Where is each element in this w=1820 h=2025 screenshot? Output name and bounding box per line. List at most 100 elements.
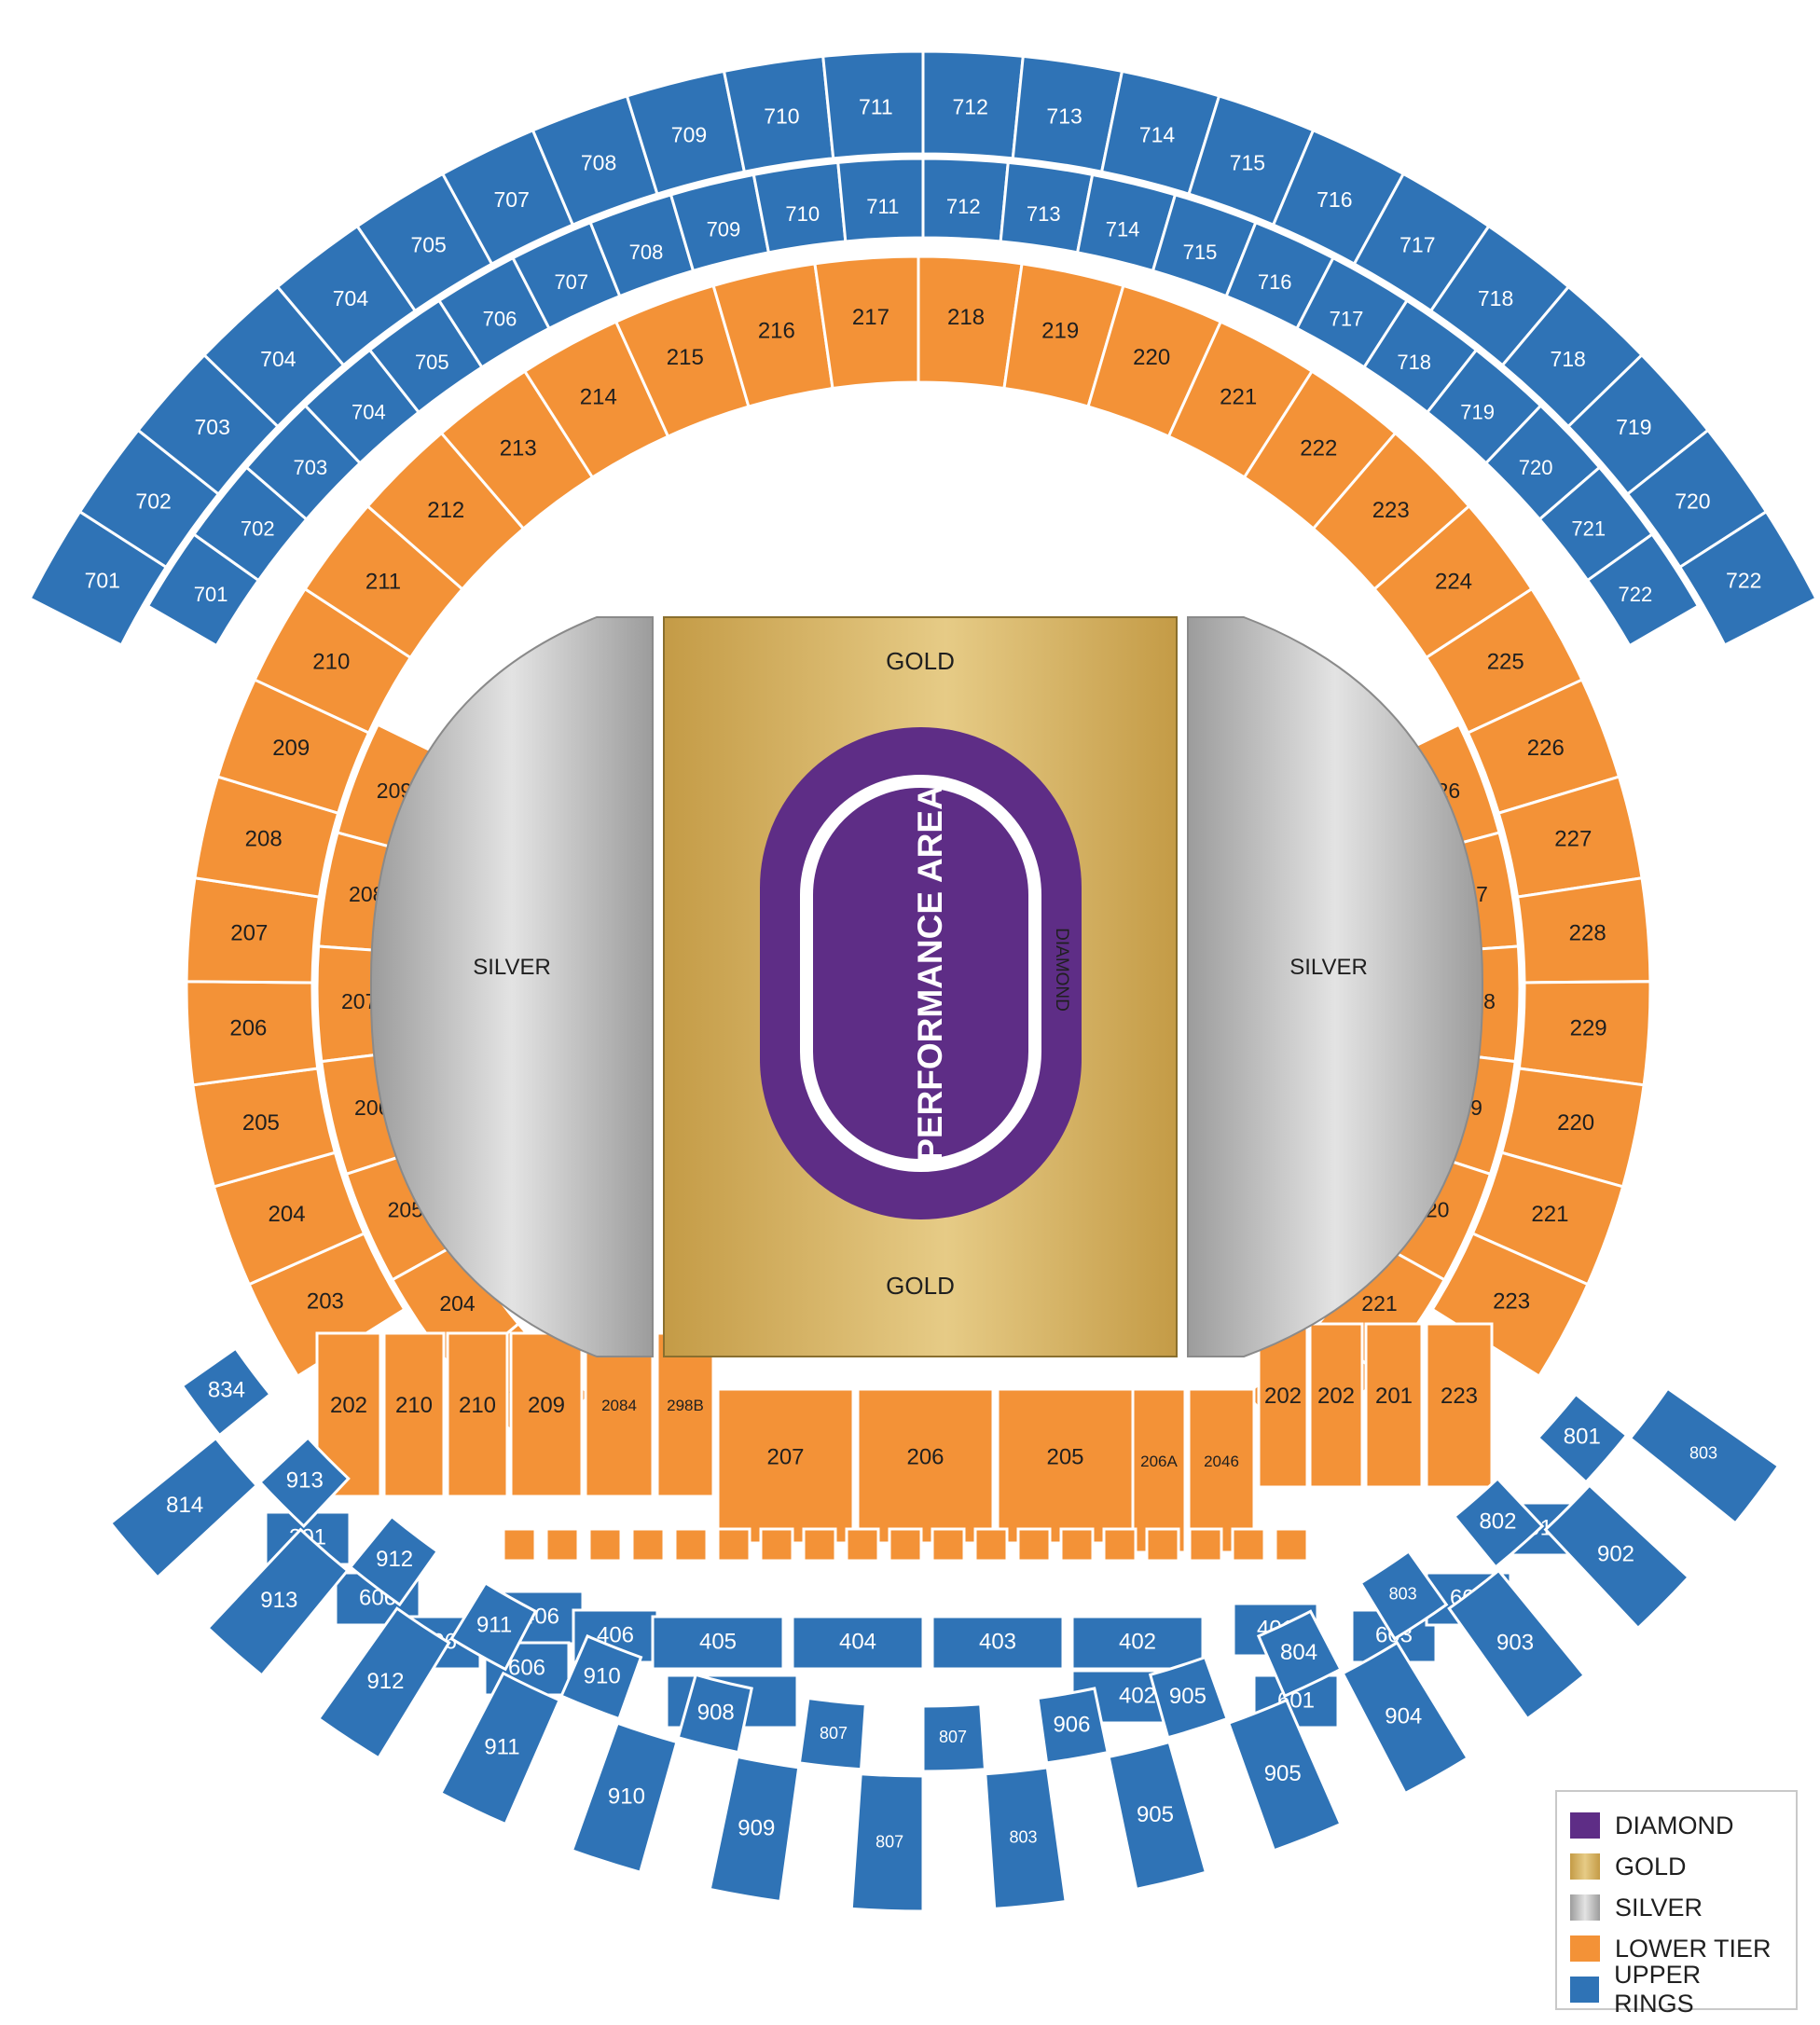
silver-section-left[interactable] (369, 616, 654, 1357)
section-shape[interactable] (888, 1527, 923, 1563)
section-ring2-909-11[interactable]: 909 (708, 1755, 801, 1904)
section-shape[interactable] (1543, 1483, 1691, 1631)
section-lower-small-11[interactable] (973, 1527, 1009, 1563)
section-shape[interactable] (1452, 1476, 1545, 1569)
section-shape[interactable] (1274, 1527, 1309, 1563)
section-shape[interactable] (1148, 1655, 1229, 1740)
section-upper-outer-713[interactable]: 713 (1011, 54, 1124, 173)
section-ring1-405-6[interactable]: 405 (651, 1615, 785, 1671)
section-shape[interactable] (545, 1527, 580, 1563)
section-ring2-802-24[interactable]: 802 (1452, 1476, 1545, 1569)
section-lower-outer-211-8[interactable]: 211 (303, 503, 465, 660)
section-ring1-402-10[interactable]: 402 (1070, 1615, 1205, 1671)
section-shape[interactable] (676, 1673, 753, 1755)
section-lower-bottom-209-3[interactable]: 209 (509, 1331, 584, 1498)
section-shape[interactable] (759, 1527, 794, 1563)
section-ring2-905-18[interactable]: 905 (1148, 1655, 1229, 1740)
section-upper-outer-711[interactable]: 711 (821, 49, 925, 160)
section-shape[interactable] (655, 1331, 715, 1498)
section-upper-inner-711[interactable]: 711 (836, 157, 925, 243)
section-lower-bottom-202-0[interactable]: 202 (315, 1331, 382, 1498)
section-upper-inner-705[interactable]: 705 (367, 298, 485, 415)
section-ring2-803-15[interactable]: 803 (984, 1766, 1068, 1910)
section-ring2-902-25[interactable]: 902 (1543, 1483, 1691, 1631)
section-ring2-911-6[interactable]: 911 (449, 1580, 538, 1672)
section-upper-inner-717[interactable]: 717 (1294, 255, 1410, 369)
section-lower-outer-206-3[interactable]: 206 (185, 980, 320, 1087)
section-shape[interactable] (587, 1527, 623, 1563)
section-ring2-906-16[interactable]: 906 (1036, 1687, 1110, 1765)
section-shape[interactable] (382, 1331, 446, 1498)
section-shape[interactable] (1341, 1640, 1470, 1796)
section-lower-small-17[interactable] (1231, 1527, 1266, 1563)
section-ring2-904-21[interactable]: 904 (1341, 1640, 1470, 1796)
section-shape[interactable] (1107, 1740, 1208, 1892)
section-lower-outer-209-6[interactable]: 209 (215, 678, 371, 815)
section-shape[interactable] (984, 1766, 1068, 1910)
section-upper-outer-722[interactable]: 722 (1677, 509, 1818, 647)
section-shape[interactable] (849, 1772, 925, 1913)
section-lower-small-18[interactable] (1274, 1527, 1309, 1563)
section-lower-bottom-207-6[interactable]: 207 (716, 1387, 855, 1545)
section-shape[interactable] (1231, 1527, 1266, 1563)
section-lower-small-1[interactable] (545, 1527, 580, 1563)
section-shape[interactable] (1447, 1568, 1587, 1721)
section-upper-outer-702[interactable]: 702 (77, 428, 221, 570)
section-upper-inner-721[interactable]: 721 (1537, 465, 1655, 583)
section-shape[interactable] (673, 1527, 709, 1563)
section-ring2-913-3[interactable]: 913 (205, 1527, 350, 1677)
section-upper-outer-704[interactable]: 704 (201, 284, 346, 429)
section-shape[interactable] (1430, 1232, 1590, 1379)
section-shape[interactable] (1536, 1392, 1629, 1484)
section-ring2-905-17[interactable]: 905 (1107, 1740, 1208, 1892)
section-ring2-803-22[interactable]: 803 (1358, 1549, 1449, 1641)
section-lower-bottom-205-8[interactable]: 205 (996, 1387, 1135, 1545)
section-ring2-913-2[interactable]: 913 (257, 1436, 351, 1529)
section-shape[interactable] (446, 1331, 509, 1498)
section-shape[interactable] (921, 1702, 987, 1773)
section-shape[interactable] (973, 1527, 1009, 1563)
section-shape[interactable] (570, 1721, 679, 1874)
section-ring2-912-5[interactable]: 912 (316, 1606, 451, 1760)
section-lower-outer-207-4[interactable]: 207 (185, 876, 322, 985)
section-ring2-910-9[interactable]: 910 (570, 1721, 679, 1874)
section-lower-bottom-2084-4[interactable]: 2084 (584, 1331, 655, 1498)
section-shape[interactable] (438, 1671, 562, 1826)
section-upper-inner-722[interactable]: 722 (1585, 532, 1701, 648)
section-ring2-912-4[interactable]: 912 (348, 1514, 440, 1607)
section-lower-small-13[interactable] (1059, 1527, 1095, 1563)
section-ring1-404-8[interactable]: 404 (791, 1615, 925, 1671)
section-lower-small-8[interactable] (845, 1527, 880, 1563)
section-lower-outer-223-20[interactable]: 223 (1311, 431, 1471, 591)
section-lower-bottom-210-1[interactable]: 210 (382, 1331, 446, 1498)
section-shape[interactable] (205, 1527, 350, 1677)
section-lower-bottom-210-2[interactable]: 210 (446, 1331, 509, 1498)
section-ring2-905-19[interactable]: 905 (1226, 1698, 1343, 1853)
section-shape[interactable] (1677, 509, 1818, 647)
section-shape[interactable] (584, 1331, 655, 1498)
section-lower-outer-218-15[interactable]: 218 (917, 255, 1024, 391)
section-shape[interactable] (1102, 1527, 1138, 1563)
section-lower-bottom-206A-9[interactable]: 206A (1131, 1387, 1187, 1554)
section-lower-small-9[interactable] (888, 1527, 923, 1563)
section-shape[interactable] (1628, 1386, 1781, 1525)
section-shape[interactable] (708, 1755, 801, 1904)
section-lower-outer-217-14[interactable]: 217 (813, 255, 920, 391)
section-shape[interactable] (1585, 532, 1701, 648)
section-ring2-807-12[interactable]: 807 (797, 1696, 867, 1771)
section-lower-small-14[interactable] (1102, 1527, 1138, 1563)
section-lower-small-4[interactable] (673, 1527, 709, 1563)
section-shape[interactable] (716, 1527, 751, 1563)
section-shape[interactable] (845, 1527, 880, 1563)
section-upper-inner-714[interactable]: 714 (1075, 172, 1178, 273)
section-upper-outer-710[interactable]: 710 (722, 54, 835, 173)
section-ring2-804-20[interactable]: 804 (1256, 1609, 1343, 1699)
section-lower-outer-208-5[interactable]: 208 (193, 775, 340, 899)
section-shape[interactable] (931, 1527, 966, 1563)
section-upper-inner-710[interactable]: 710 (751, 160, 848, 255)
section-lower-small-6[interactable] (759, 1527, 794, 1563)
section-lower-bottom-206-7[interactable]: 206 (856, 1387, 995, 1545)
section-shape[interactable] (1059, 1527, 1095, 1563)
section-lower-small-16[interactable] (1188, 1527, 1223, 1563)
section-shape[interactable] (931, 1615, 1065, 1671)
